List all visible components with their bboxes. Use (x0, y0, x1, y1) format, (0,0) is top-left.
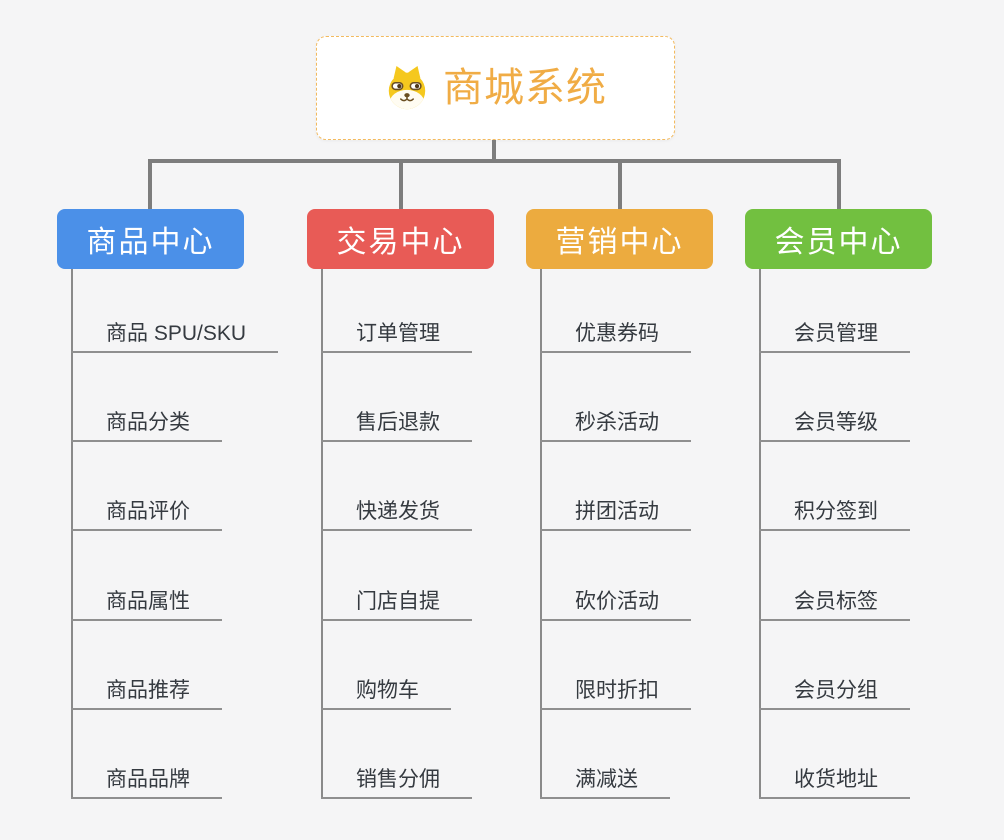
branch-header[interactable]: 营销中心 (526, 209, 713, 269)
connector-drop-line (399, 159, 403, 210)
branch-header[interactable]: 商品中心 (57, 209, 244, 269)
topic-item[interactable]: 会员管理 (759, 309, 910, 353)
topic-item[interactable]: 秒杀活动 (540, 398, 691, 442)
branch-trunk-line (71, 269, 73, 799)
topic-item[interactable]: 砍价活动 (540, 577, 691, 621)
topic-item[interactable]: 收货地址 (759, 755, 910, 799)
topic-item[interactable]: 积分签到 (759, 487, 910, 531)
topic-item[interactable]: 订单管理 (321, 309, 472, 353)
branch-trade-center: 交易中心 订单管理 售后退款 快递发货 门店自提 购物车 销售分佣 (307, 209, 547, 819)
branch-marketing-center: 营销中心 优惠券码 秒杀活动 拼团活动 砍价活动 限时折扣 满减送 (526, 209, 766, 819)
branch-header[interactable]: 会员中心 (745, 209, 932, 269)
topic-item[interactable]: 售后退款 (321, 398, 472, 442)
topic-item[interactable]: 优惠券码 (540, 309, 691, 353)
branch-product-center: 商品中心 商品 SPU/SKU 商品分类 商品评价 商品属性 商品推荐 商品品牌 (57, 209, 297, 819)
topic-item[interactable]: 商品 SPU/SKU (71, 309, 279, 353)
topic-item[interactable]: 商品推荐 (71, 666, 222, 710)
topic-item[interactable]: 商品品牌 (71, 755, 222, 799)
topic-item[interactable]: 商品属性 (71, 577, 222, 621)
topic-item[interactable]: 快递发货 (321, 487, 472, 531)
connector-bus-line (148, 159, 840, 163)
connector-root-stub (492, 140, 496, 161)
topic-item[interactable]: 会员分组 (759, 666, 910, 710)
topic-item[interactable]: 会员等级 (759, 398, 910, 442)
topic-item[interactable]: 会员标签 (759, 577, 910, 621)
topic-item[interactable]: 购物车 (321, 666, 451, 710)
topic-item[interactable]: 商品评价 (71, 487, 222, 531)
topic-item[interactable]: 销售分佣 (321, 755, 472, 799)
dog-face-icon (384, 65, 430, 111)
topic-item[interactable]: 门店自提 (321, 577, 472, 621)
topic-item[interactable]: 满减送 (540, 755, 670, 799)
branch-header[interactable]: 交易中心 (307, 209, 494, 269)
root-title: 商城系统 (443, 66, 607, 110)
topic-item[interactable]: 商品分类 (71, 398, 222, 442)
branch-trunk-line (321, 269, 323, 799)
topic-item[interactable]: 拼团活动 (540, 487, 691, 531)
connector-drop-line (837, 159, 841, 210)
branch-trunk-line (759, 269, 761, 799)
branch-trunk-line (540, 269, 542, 799)
topic-item[interactable]: 限时折扣 (540, 666, 691, 710)
branch-member-center: 会员中心 会员管理 会员等级 积分签到 会员标签 会员分组 收货地址 (745, 209, 985, 819)
root-node[interactable]: 商城系统 (316, 36, 675, 140)
connector-drop-line (148, 159, 152, 210)
connector-drop-line (618, 159, 622, 210)
